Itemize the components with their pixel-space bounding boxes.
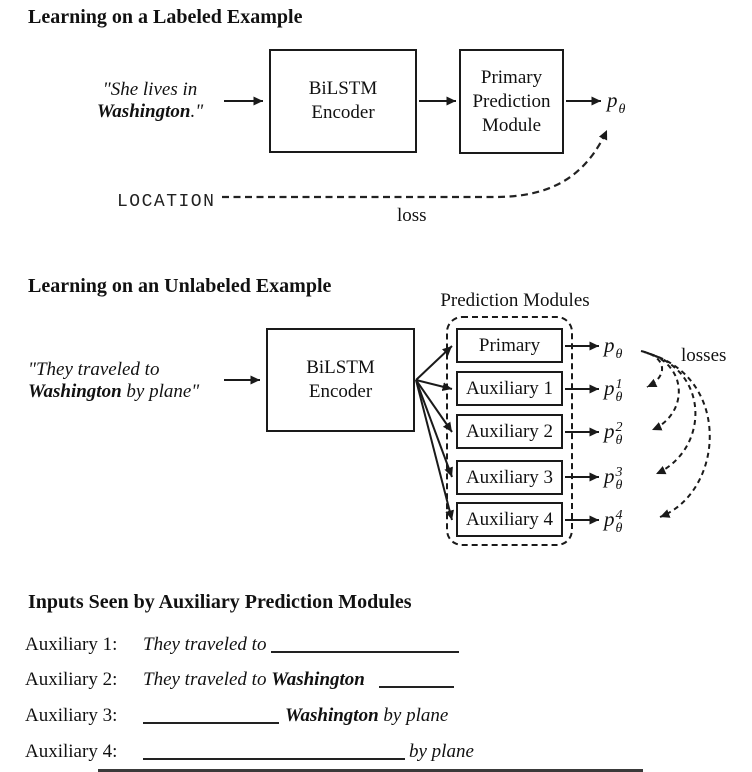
primary-prediction-module-box: Primary Prediction Module [459,49,564,154]
pm-line1: Primary [480,66,543,88]
dashed-loss-arrow-labeled [222,129,609,199]
bottom-edge-artifact [98,769,643,772]
section-title-labeled: Learning on a Labeled Example [28,6,303,28]
input2-line1: "They traveled to [28,359,160,380]
module-box-aux1: Auxiliary 1 [456,371,563,406]
module-box-aux2: Auxiliary 2 [456,414,563,449]
p-base: p [604,376,615,400]
encoder1-line2: Encoder [311,102,375,123]
row-bold-word: Washington [285,705,379,726]
aux-input-row-4: Auxiliary 4: by plane [25,740,474,764]
p-sup: 3 [615,465,623,480]
pm-line3: Module [481,114,542,136]
row-prefix: They traveled to [143,669,267,690]
module-box-primary: Primary [456,328,563,363]
encoder2-line1: BiLSTM [306,357,375,378]
p-sub: θ [618,102,626,117]
p-sub: θ [615,347,623,362]
gold-label-location: LOCATION [117,192,216,212]
blank-underline [378,668,454,688]
aux-input-row-3: Auxiliary 3: Washington by plane [25,704,448,728]
module-box-aux3: Auxiliary 3 [456,460,563,495]
p-base: p [607,88,618,112]
bilstm-encoder-box-unlabeled: BiLSTM Encoder [266,328,415,432]
input2-after: by plane" [121,381,200,402]
dashed-loss-curve-2 [643,351,680,431]
row-label: Auxiliary 3: [25,705,118,726]
input1-bold-word: Washington [96,101,191,122]
losses-label: losses [681,345,727,366]
section-title-aux-inputs: Inputs Seen by Auxiliary Prediction Modu… [28,591,412,613]
aux-input-row-2: Auxiliary 2: They traveled to Washington [25,668,454,692]
row-label: Auxiliary 4: [25,741,118,762]
loss-label: loss [397,205,427,226]
dashed-loss-curve-3 [646,352,697,475]
row-suffix: by plane [378,705,449,726]
bilstm-encoder-box-labeled: BiLSTM Encoder [269,49,417,153]
p-sub: θ [615,390,623,405]
blank-underline [143,704,279,724]
p-sub: θ [615,521,623,536]
row-label: Auxiliary 2: [25,669,118,690]
row-suffix: by plane [409,741,474,762]
input2-bold-word: Washington [28,381,122,402]
blank-underline [143,740,405,760]
blank-underline [271,633,460,653]
p-theta-labeled: p θ [607,88,625,118]
encoder2-line2: Encoder [308,381,373,402]
input-sentence-labeled: "She lives in Washington." [70,79,230,123]
prediction-modules-dashed-group [446,316,573,546]
p-base: p [604,507,615,531]
p-base: p [604,464,615,488]
aux-input-row-1: Auxiliary 1: They traveled to [25,633,460,657]
pm-line2: Prediction [472,90,551,112]
section-title-unlabeled: Learning on an Unlabeled Example [28,275,332,297]
p-theta-primary: p θ [604,333,622,363]
input-sentence-unlabeled: "They traveled to Washington by plane" [28,359,199,403]
input1-line1: "She lives in [102,79,198,100]
row-bold-word: Washington [271,669,365,690]
row-label: Auxiliary 1: [25,634,118,655]
row-prefix: They traveled to [143,634,267,655]
dashed-loss-curve-4 [649,353,711,518]
p-sub: θ [615,433,623,448]
p-sup: 2 [615,420,623,435]
p-sup: 4 [615,508,623,523]
p-sub: θ [615,478,623,493]
p-base: p [604,333,615,357]
module-box-aux4: Auxiliary 4 [456,502,563,537]
p-sup: 1 [615,377,623,392]
encoder1-line1: BiLSTM [308,78,378,99]
input1-after: ." [190,101,204,122]
p-base: p [604,419,615,443]
prediction-modules-header: Prediction Modules [440,290,590,311]
dashed-loss-curve-1 [640,350,664,388]
